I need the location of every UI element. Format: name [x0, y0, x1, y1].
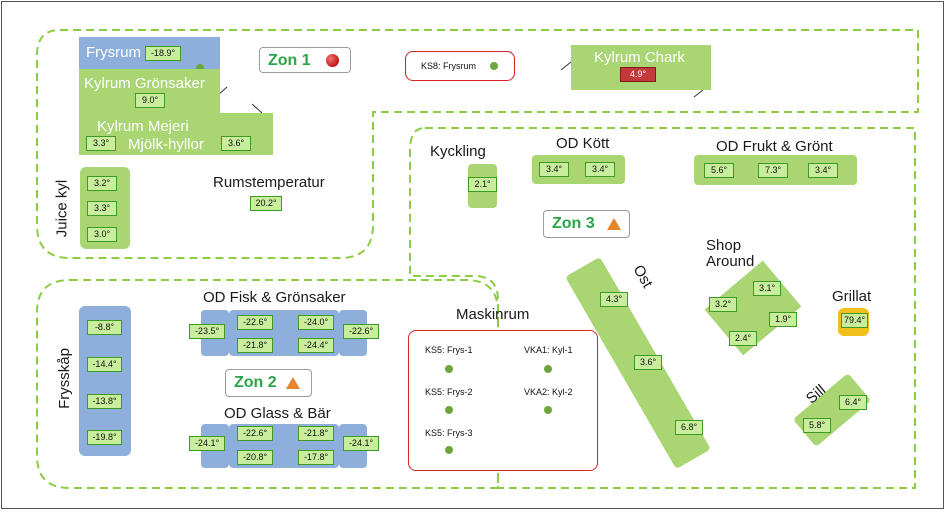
red-circle-icon — [326, 54, 339, 67]
od-fisk-temp-5[interactable]: -21.8° — [237, 338, 273, 353]
zon-1-label: Zon 1 — [268, 52, 311, 69]
od-glass-temp-1[interactable]: -24.1° — [189, 436, 225, 451]
kylrum-gronsaker-label: Kylrum Grönsaker — [84, 75, 205, 92]
kylrum-mejeri-label: Kylrum Mejeri — [97, 118, 189, 135]
maskinrum-unit-3-label: KS5: Frys-3 — [425, 428, 473, 438]
od-glass-temp-6[interactable]: -17.8° — [298, 450, 334, 465]
od-fisk-temp-6[interactable]: -24.4° — [298, 338, 334, 353]
warning-triangle-icon — [607, 218, 621, 230]
shop-around-temp-3[interactable]: 1.9° — [769, 312, 797, 327]
maskinrum-unit-1-dot[interactable] — [445, 365, 453, 373]
od-glass-temp-3[interactable]: -21.8° — [298, 426, 334, 441]
maskinrum-unit-3-dot[interactable] — [445, 446, 453, 454]
od-glass-temp-4[interactable]: -24.1° — [343, 436, 379, 451]
zon-1-tag[interactable]: Zon 1 — [259, 47, 351, 73]
kyckling-label: Kyckling — [430, 143, 486, 160]
od-fisk-temp-3[interactable]: -24.0° — [298, 315, 334, 330]
mjolk-hyllor-label: Mjölk-hyllor — [128, 136, 204, 153]
od-frukt-temp-2[interactable]: 7.3° — [758, 163, 788, 178]
ost-temp-2[interactable]: 3.6° — [634, 355, 662, 370]
warning-triangle-icon — [286, 377, 300, 389]
grillat-temp[interactable]: 79.4° — [841, 313, 868, 328]
od-fisk-temp-2[interactable]: -22.6° — [237, 315, 273, 330]
od-fisk-label: OD Fisk & Grönsaker — [203, 289, 346, 306]
frysskap-temp-3[interactable]: -13.8° — [87, 394, 122, 409]
sill-temp-1[interactable]: 6.4° — [839, 395, 867, 410]
juice-kyl-temp-1[interactable]: 3.2° — [87, 176, 117, 191]
frysskap-label: Frysskåp — [55, 348, 73, 409]
zon-3-label: Zon 3 — [552, 215, 595, 232]
od-glass-temp-2[interactable]: -22.6° — [237, 426, 273, 441]
od-fisk-temp-1[interactable]: -23.5° — [189, 324, 225, 339]
ost-temp-1[interactable]: 4.3° — [600, 292, 628, 307]
sill-temp-2[interactable]: 5.8° — [803, 418, 831, 433]
maskinrum-unit-4-dot[interactable] — [544, 365, 552, 373]
od-kott-label: OD Kött — [556, 135, 610, 152]
rumstemperatur-temp[interactable]: 20.2° — [250, 196, 282, 211]
maskinrum-box[interactable] — [408, 330, 598, 471]
od-glass-label: OD Glass & Bär — [224, 405, 331, 422]
frysskap-temp-1[interactable]: -8.8° — [87, 320, 122, 335]
mjolk-hyllor-temp[interactable]: 3.6° — [221, 136, 251, 151]
frysskap-temp-4[interactable]: -19.8° — [87, 430, 122, 445]
maskinrum-unit-5-label: VKA2: Kyl-2 — [524, 387, 573, 397]
maskinrum-unit-1-label: KS5: Frys-1 — [425, 345, 473, 355]
kylrum-mejeri-temp[interactable]: 3.3° — [86, 136, 116, 151]
juice-kyl-label: Juice kyl — [53, 179, 71, 238]
rumstemperatur-label: Rumstemperatur — [213, 174, 325, 191]
od-kott-temp-2[interactable]: 3.4° — [585, 162, 615, 177]
zon-3-tag[interactable]: Zon 3 — [543, 210, 630, 238]
zon-2-tag[interactable]: Zon 2 — [225, 369, 312, 397]
frysrum-sensor-dot[interactable] — [196, 64, 204, 72]
grillat-label: Grillat — [832, 288, 872, 305]
maskinrum-unit-5-dot[interactable] — [544, 406, 552, 414]
kylrum-chark-temp[interactable]: 4.9° — [620, 67, 656, 82]
od-fisk-temp-4[interactable]: -22.6° — [343, 324, 379, 339]
shop-around-temp-4[interactable]: 2.4° — [729, 331, 757, 346]
maskinrum-unit-2-label: KS5: Frys-2 — [425, 387, 473, 397]
shop-around-temp-2[interactable]: 3.1° — [753, 281, 781, 296]
maskinrum-label: Maskinrum — [456, 306, 530, 323]
od-frukt-label: OD Frukt & Grönt — [716, 138, 833, 155]
kyckling-temp[interactable]: 2.1° — [468, 177, 497, 192]
shop-around-temp-1[interactable]: 3.2° — [709, 297, 737, 312]
zone-2-outline — [36, 279, 499, 489]
juice-kyl-temp-2[interactable]: 3.3° — [87, 201, 117, 216]
frysskap-temp-2[interactable]: -14.4° — [87, 357, 122, 372]
maskinrum-unit-2-dot[interactable] — [445, 406, 453, 414]
od-frukt-temp-1[interactable]: 5.6° — [704, 163, 734, 178]
kylrum-gronsaker-temp[interactable]: 9.0° — [135, 93, 165, 108]
od-kott-temp-1[interactable]: 3.4° — [539, 162, 569, 177]
ks8-frysrum-label: KS8: Frysrum — [421, 61, 477, 71]
shop-around-label-2: Around — [706, 253, 755, 270]
zone-1-outline — [36, 29, 919, 259]
frysrum-temp[interactable]: -18.9° — [145, 46, 181, 61]
kylrum-chark-label: Kylrum Chark — [594, 49, 685, 66]
ost-temp-3[interactable]: 6.8° — [675, 420, 703, 435]
maskinrum-unit-4-label: VKA1: Kyl-1 — [524, 345, 573, 355]
od-frukt-temp-3[interactable]: 3.4° — [808, 163, 838, 178]
juice-kyl-temp-3[interactable]: 3.0° — [87, 227, 117, 242]
frysrum-label: Frysrum — [86, 44, 141, 61]
ks8-sensor-dot[interactable] — [490, 62, 498, 70]
od-glass-temp-5[interactable]: -20.8° — [237, 450, 273, 465]
shop-around-label-1: Shop — [706, 237, 742, 254]
zon-2-label: Zon 2 — [234, 374, 277, 391]
